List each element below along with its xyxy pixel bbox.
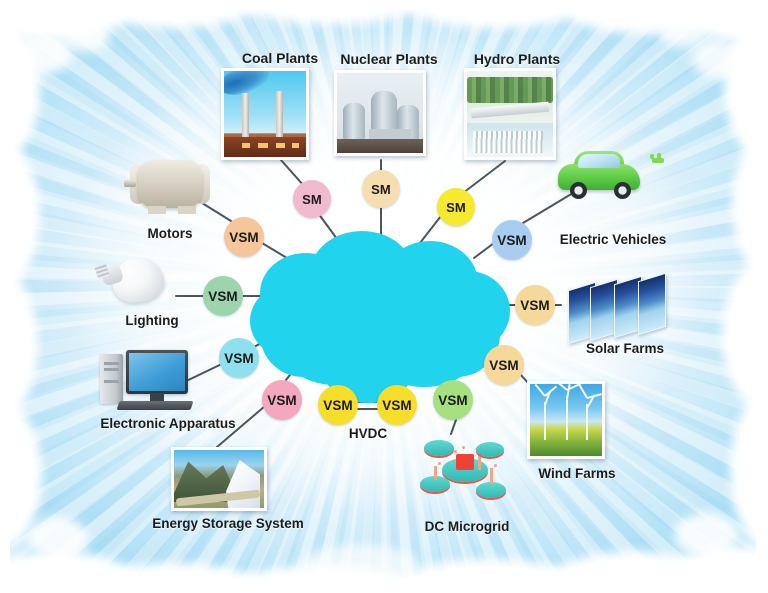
- caption-coal-plants: Coal Plants: [241, 50, 319, 66]
- node-label: VSM: [267, 392, 297, 408]
- node-vsm-motors[interactable]: VSM: [224, 217, 264, 257]
- node-label: SM: [302, 191, 322, 207]
- caption-hydro-plants: Hydro Plants: [473, 51, 561, 67]
- nuclear-plants-image[interactable]: [334, 70, 426, 156]
- caption-wind-farms: Wind Farms: [538, 466, 616, 481]
- caption-dc-microgrid: DC Microgrid: [424, 519, 510, 534]
- node-sm-nuclear[interactable]: SM: [362, 170, 400, 208]
- node-sm-coal[interactable]: SM: [293, 180, 331, 218]
- caption-energy-storage-system: Energy Storage System: [152, 516, 304, 531]
- node-vsm-dc-microgrid[interactable]: VSM: [433, 380, 473, 420]
- node-label: SM: [446, 199, 466, 215]
- node-label: VSM: [497, 232, 527, 248]
- node-vsm-hvdc-right[interactable]: VSM: [377, 385, 417, 425]
- node-label: VSM: [382, 397, 412, 413]
- caption-hvdc: HVDC: [348, 426, 388, 441]
- node-vsm-hvdc-left[interactable]: VSM: [318, 385, 358, 425]
- node-vsm-electronic-apparatus[interactable]: VSM: [219, 338, 259, 378]
- node-vsm-electric-vehicles[interactable]: VSM: [492, 220, 532, 260]
- node-sm-hydro[interactable]: SM: [437, 188, 475, 226]
- caption-solar-farms: Solar Farms: [585, 341, 665, 356]
- dc-microgrid-image[interactable]: [418, 434, 514, 510]
- node-label: VSM: [438, 392, 468, 408]
- node-vsm-solar-farms[interactable]: VSM: [515, 285, 555, 325]
- node-vsm-lighting[interactable]: VSM: [203, 276, 243, 316]
- node-vsm-wind-farms[interactable]: VSM: [484, 345, 524, 385]
- energy-storage-system-image[interactable]: [171, 447, 267, 511]
- caption-lighting: Lighting: [125, 313, 179, 328]
- power-grid-cloud[interactable]: [250, 231, 510, 406]
- caption-electric-vehicles: Electric Vehicles: [559, 232, 667, 247]
- coal-plants-image[interactable]: [221, 68, 309, 160]
- node-label: VSM: [208, 288, 238, 304]
- wind-farms-image[interactable]: [527, 381, 605, 459]
- caption-electronic-apparatus: Electronic Apparatus: [100, 416, 236, 431]
- caption-motors: Motors: [147, 226, 193, 241]
- node-vsm-energy-storage[interactable]: VSM: [262, 380, 302, 420]
- hydro-plants-image[interactable]: [464, 68, 556, 160]
- node-label: VSM: [229, 229, 259, 245]
- node-label: VSM: [323, 397, 353, 413]
- solar-farms-image[interactable]: [566, 272, 676, 345]
- caption-nuclear-plants: Nuclear Plants: [340, 51, 438, 67]
- node-label: VSM: [224, 350, 254, 366]
- lighting-bulb-parts: [94, 252, 182, 310]
- electronic-apparatus-image[interactable]: [100, 348, 196, 414]
- node-label: VSM: [489, 357, 519, 373]
- motors-image[interactable]: [124, 154, 216, 218]
- node-label: VSM: [520, 297, 550, 313]
- electric-vehicles-image[interactable]: [552, 148, 664, 204]
- node-label: SM: [371, 181, 391, 197]
